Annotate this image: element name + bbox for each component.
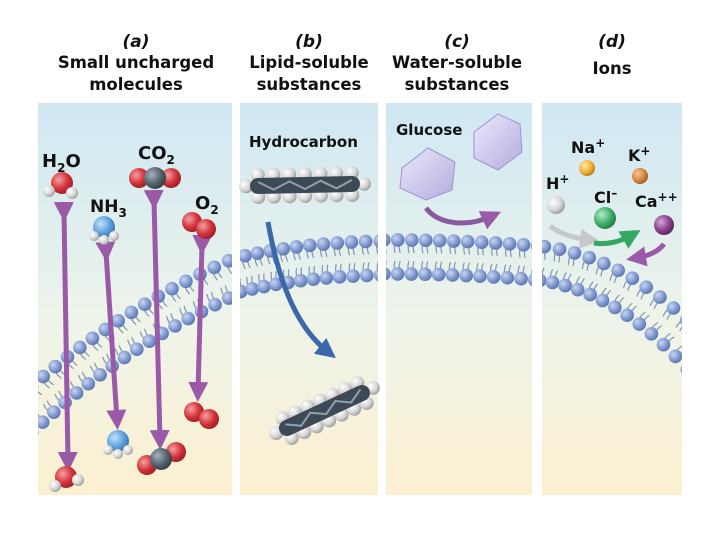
panel-a-title: Small uncharged molecules bbox=[57, 53, 215, 94]
panel-c-title: Water-soluble substances bbox=[391, 53, 523, 94]
co2-arrow bbox=[143, 189, 170, 450]
panel-b-title: Lipid-soluble substances bbox=[249, 53, 369, 94]
oxygen-molecule-bottom bbox=[184, 402, 219, 429]
panel-a-header: (a) Small uncharged molecules bbox=[40, 32, 232, 96]
water-molecule-top bbox=[43, 172, 78, 199]
glucose-label: Glucose bbox=[396, 121, 462, 139]
glucose-blocked-arrow bbox=[424, 206, 502, 230]
co2-label: CO2 bbox=[138, 143, 175, 167]
panel-d-letter: (d) bbox=[598, 32, 626, 52]
hydrogen-label: H+ bbox=[546, 172, 569, 193]
hydrocarbon-label: Hydrocarbon bbox=[249, 133, 358, 151]
panel-c-letter: (c) bbox=[444, 32, 470, 52]
panel-c-header: (c) Water-soluble substances bbox=[384, 32, 530, 96]
calcium-ion bbox=[654, 215, 674, 235]
calcium-label: Ca++ bbox=[635, 190, 678, 211]
chloride-blocked-arrow bbox=[593, 229, 641, 249]
panel-d-header: (d) Ions bbox=[542, 32, 682, 80]
panel-b-header: (b) Lipid-soluble substances bbox=[240, 32, 378, 96]
chloride-ion bbox=[594, 207, 616, 229]
panel-b-letter: (b) bbox=[295, 32, 323, 52]
chloride-label: Cl– bbox=[594, 186, 617, 207]
panel-a-letter: (a) bbox=[122, 32, 150, 52]
water-molecule-bottom bbox=[49, 466, 84, 492]
ammonia-molecule-bottom bbox=[103, 430, 133, 459]
ammonia-molecule-top bbox=[89, 216, 119, 245]
sodium-ion bbox=[579, 160, 595, 176]
calcium-blocked-arrow bbox=[626, 242, 666, 267]
hydrogen-blocked-arrow bbox=[548, 223, 600, 249]
phospholipid-bilayer-b bbox=[240, 234, 378, 299]
hydrocarbon-molecule-top bbox=[239, 166, 371, 204]
phospholipid-bilayer-c bbox=[386, 233, 532, 286]
hydrocarbon-molecule-bottom bbox=[269, 376, 380, 445]
carbon-dioxide-molecule-bottom bbox=[137, 442, 186, 475]
panel-c-background bbox=[386, 103, 532, 495]
carbon-dioxide-molecule-top bbox=[129, 167, 181, 189]
potassium-label: K+ bbox=[628, 144, 650, 165]
o2-arrow bbox=[188, 234, 213, 402]
glucose-molecule-left bbox=[399, 147, 456, 201]
o2-label: O2 bbox=[195, 193, 219, 217]
hydrocarbon-arrow bbox=[265, 221, 336, 359]
nh3-label: NH3 bbox=[90, 197, 127, 220]
panel-d-title: Ions bbox=[592, 59, 632, 78]
hydrogen-ion bbox=[547, 196, 565, 214]
glucose-molecule-right bbox=[473, 113, 523, 171]
oxygen-molecule-top bbox=[182, 212, 216, 239]
nh3-arrow bbox=[95, 241, 127, 430]
phospholipid-bilayer-d bbox=[542, 239, 682, 374]
sodium-label: Na+ bbox=[571, 136, 605, 157]
potassium-ion bbox=[632, 168, 648, 184]
h2o-label: H2O bbox=[42, 151, 81, 175]
h2o-arrow bbox=[53, 201, 78, 472]
